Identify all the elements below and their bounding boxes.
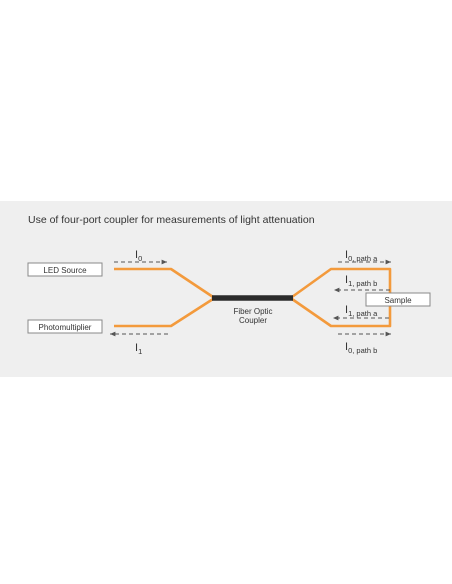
signal-label-i0: I0 bbox=[135, 249, 142, 263]
sample-box: Sample bbox=[365, 292, 431, 307]
diagram-title: Use of four-port coupler for measurement… bbox=[28, 214, 315, 226]
led-source-label: LED Source bbox=[43, 266, 87, 275]
fiber-loop-a bbox=[291, 267, 392, 299]
diagram-panel bbox=[0, 201, 452, 377]
fiber-led-branch bbox=[114, 267, 214, 299]
signal-label-i1-path-a: I1, path a bbox=[345, 304, 378, 318]
photomultiplier-box: Photomultiplier bbox=[27, 319, 103, 334]
led-source-box: LED Source bbox=[27, 262, 103, 277]
photomultiplier-label: Photomultiplier bbox=[39, 323, 92, 332]
fiber-loop-b bbox=[291, 297, 392, 328]
signal-label-i0-path-a: I0, path a bbox=[345, 249, 378, 263]
sample-label: Sample bbox=[384, 296, 412, 305]
fiber-pm-branch bbox=[114, 297, 214, 328]
coupler-label-line2: Coupler bbox=[239, 316, 267, 325]
signal-label-i1-path-b: I1, path b bbox=[345, 274, 377, 288]
signal-label-i1: I1 bbox=[135, 342, 142, 356]
signal-label-i0-path-b: I0, path b bbox=[345, 341, 377, 355]
coupler-label-line1: Fiber Optic bbox=[233, 307, 272, 316]
